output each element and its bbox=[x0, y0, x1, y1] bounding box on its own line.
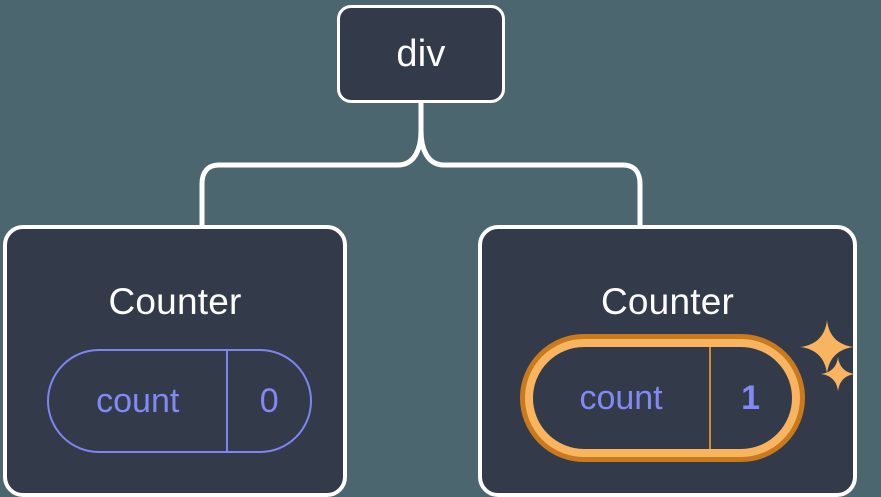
sparkle-icon bbox=[820, 356, 856, 392]
state-pill-right-divider bbox=[709, 347, 712, 449]
state-pill-right-body: count 1 bbox=[533, 347, 792, 449]
node-div-label: div bbox=[396, 33, 446, 75]
state-key-right: count bbox=[579, 379, 663, 417]
state-value-left: 0 bbox=[259, 382, 279, 420]
state-key-left: count bbox=[49, 351, 229, 451]
node-counter-right[interactable]: Counter count 1 bbox=[478, 225, 857, 497]
state-value-right: 1 bbox=[741, 379, 761, 417]
node-counter-left[interactable]: Counter count 0 bbox=[3, 225, 347, 497]
node-counter-right-title: Counter bbox=[600, 281, 735, 322]
state-pill-left[interactable]: count 0 bbox=[47, 349, 312, 453]
state-pill-left-body: count 0 bbox=[47, 349, 312, 453]
state-pill-right-outer-ring bbox=[520, 334, 805, 462]
node-div[interactable]: div bbox=[337, 5, 505, 103]
node-counter-left-title: Counter bbox=[108, 281, 242, 322]
sparkle-icon bbox=[800, 320, 854, 374]
state-pill-right-inner-ring bbox=[525, 339, 800, 457]
state-pill-right[interactable]: count 1 bbox=[520, 334, 805, 462]
